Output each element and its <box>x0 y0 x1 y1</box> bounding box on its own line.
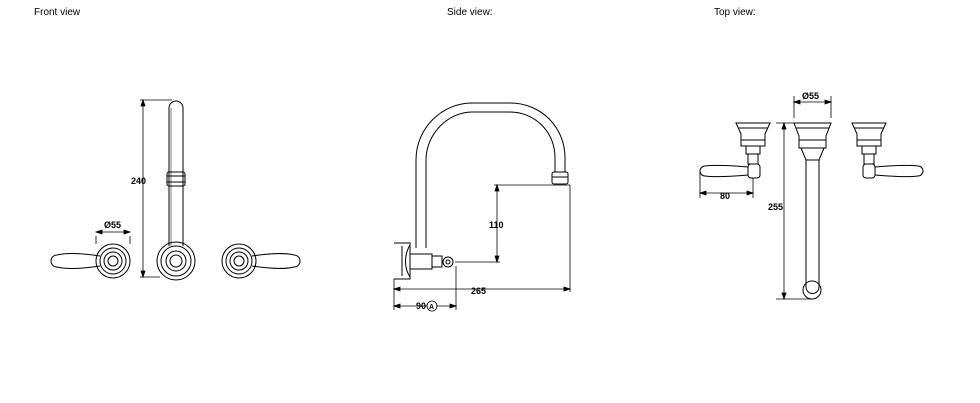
top-handle-dimension <box>698 172 755 198</box>
top-handle-label: 80 <box>720 191 730 201</box>
front-height-dimension <box>140 98 172 279</box>
top-right-valve <box>851 122 924 179</box>
front-height-label: 240 <box>131 176 146 186</box>
side-reach-label: 265 <box>471 286 486 296</box>
front-diameter-label: Ø55 <box>104 220 121 230</box>
side-rotation-label: 90 <box>416 301 426 311</box>
top-length-label: 255 <box>768 202 783 212</box>
side-view-drawing: 110 265 90 A <box>392 102 572 312</box>
side-height-label: 110 <box>489 220 504 230</box>
front-spout <box>156 100 196 281</box>
top-diameter-label: Ø55 <box>802 91 819 101</box>
side-spout <box>415 102 569 248</box>
top-spout <box>793 122 832 300</box>
front-left-valve <box>50 243 131 279</box>
side-wall-body <box>394 242 454 280</box>
top-left-valve <box>699 122 771 179</box>
top-length-dimension <box>776 121 812 301</box>
side-rotation-dimension <box>392 266 458 312</box>
front-view-drawing: 240 Ø55 <box>50 98 301 281</box>
front-right-valve <box>221 243 301 279</box>
top-diameter-dimension <box>792 96 833 118</box>
side-view-title: Side view: <box>447 7 493 18</box>
side-reach-dimension <box>392 185 572 310</box>
top-view-drawing: Ø55 255 <box>698 91 924 301</box>
side-height-dimension <box>455 183 570 264</box>
front-diameter-dimension <box>94 229 132 244</box>
side-rotation-symbol: A <box>429 304 434 311</box>
top-view-title: Top view: <box>714 7 756 18</box>
front-view-title: Front view <box>34 7 81 18</box>
